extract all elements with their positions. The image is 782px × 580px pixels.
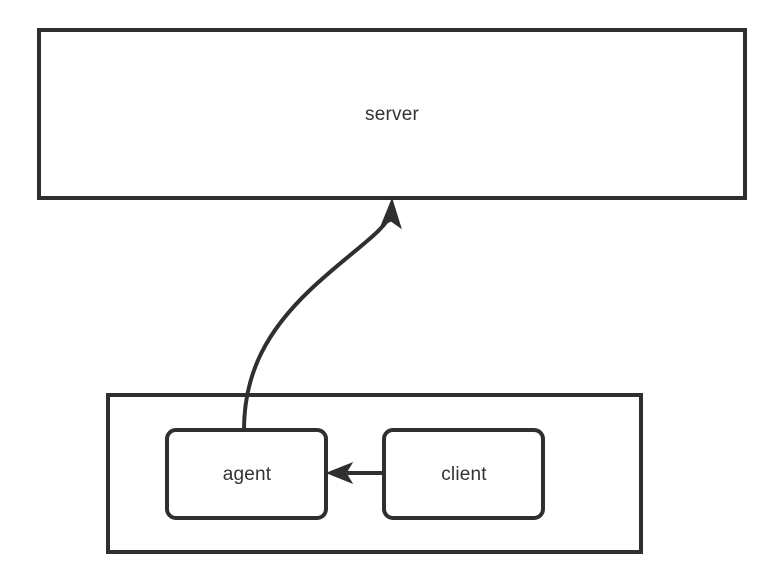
edge-agent-to-server[interactable] bbox=[242, 197, 402, 431]
edge-agent-to-server-line[interactable] bbox=[242, 213, 393, 431]
node-agent-label: agent bbox=[223, 464, 272, 485]
node-client-label: client bbox=[441, 464, 487, 485]
node-client[interactable]: client bbox=[382, 428, 545, 520]
node-server-shape[interactable] bbox=[37, 28, 747, 200]
edge-client-to-agent[interactable] bbox=[325, 461, 383, 485]
node-server[interactable]: server bbox=[37, 28, 747, 200]
edge-agent-to-server-arrowhead bbox=[380, 197, 402, 230]
node-client-shape[interactable] bbox=[382, 428, 545, 520]
node-agent[interactable]: agent bbox=[165, 428, 328, 520]
node-agent-shape[interactable] bbox=[165, 428, 328, 520]
edge-client-to-agent-arrowhead bbox=[325, 461, 354, 485]
node-server-label: server bbox=[365, 104, 419, 125]
